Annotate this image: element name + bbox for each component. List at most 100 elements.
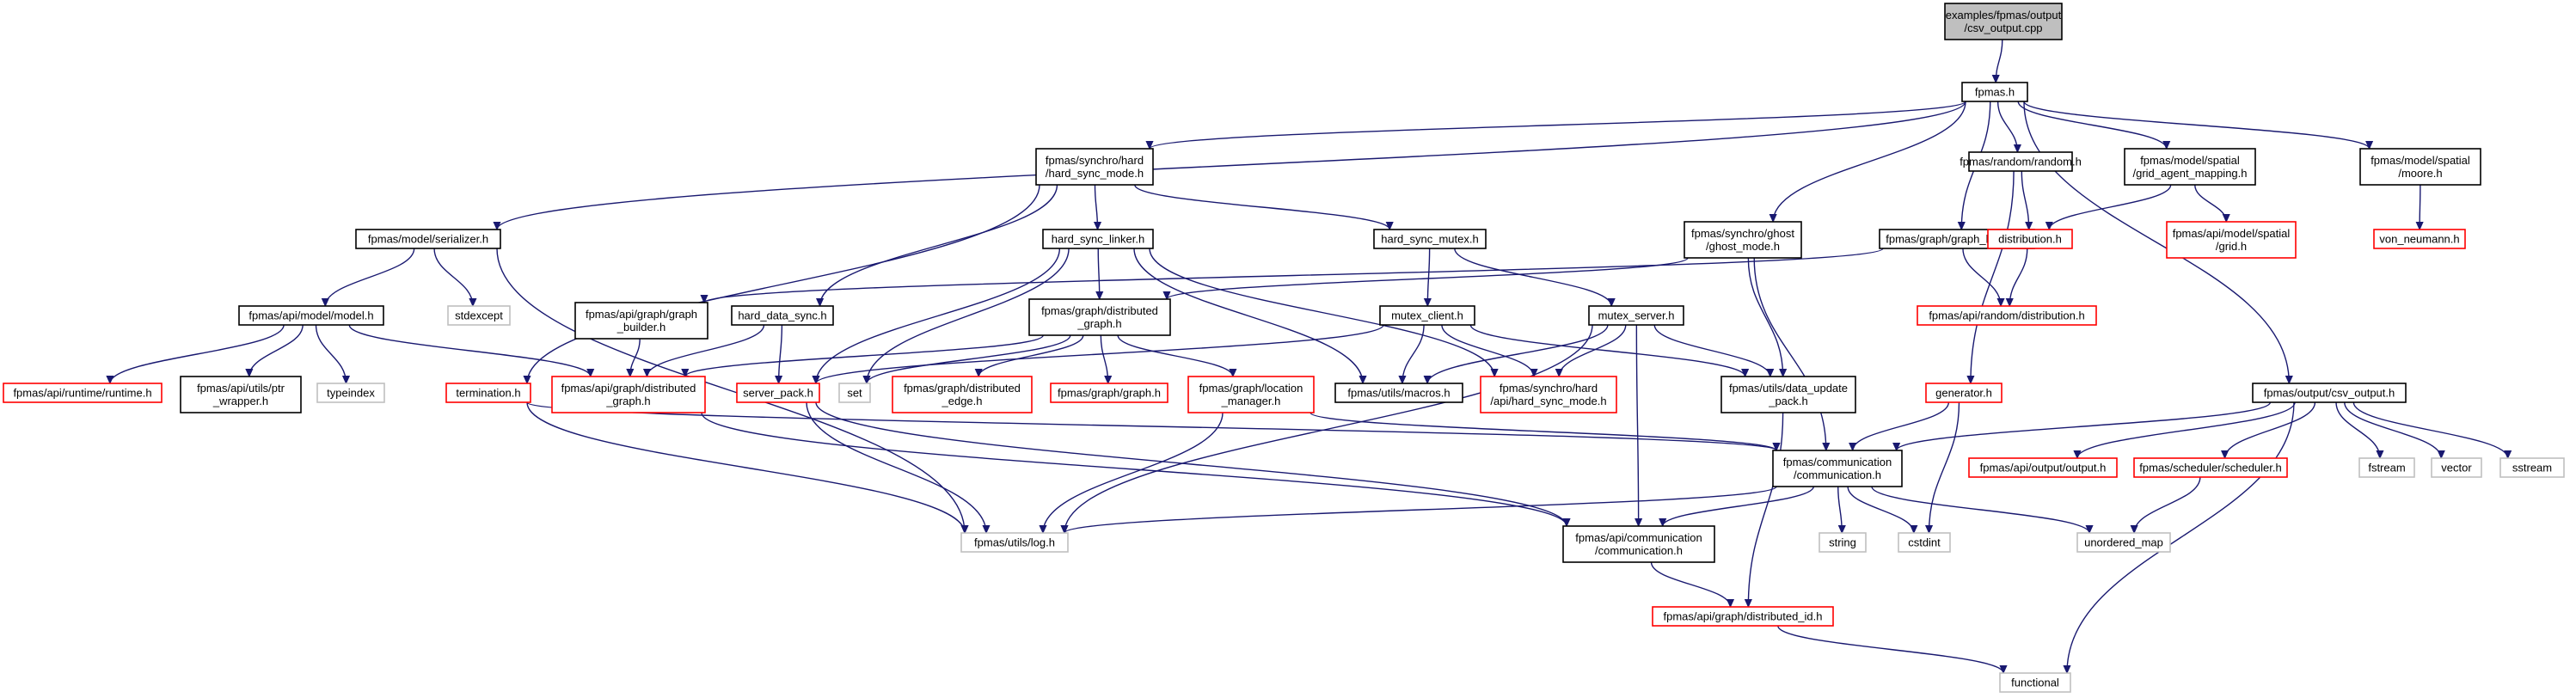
node-macros[interactable]: fpmas/utils/macros.h — [1334, 383, 1463, 403]
edge-ghost_mode-to-graph_distributed_graph — [1167, 257, 1689, 299]
node-mutex-client[interactable]: mutex_client.h — [1379, 305, 1475, 326]
node-label: fpmas/api/communication — [1575, 531, 1702, 544]
edge-serializer-to-log — [496, 248, 965, 533]
node-api-random-distribution[interactable]: fpmas/api/random/distribution.h — [1917, 305, 2097, 326]
node-box — [2373, 229, 2466, 249]
node-vector: vector — [2431, 457, 2482, 478]
node-label: _manager.h — [1221, 395, 1281, 407]
edge-serializer-to-api_model — [325, 248, 415, 306]
node-hard-sync-linker[interactable]: hard_sync_linker.h — [1042, 229, 1154, 249]
node-box — [1042, 229, 1154, 249]
node-serializer[interactable]: fpmas/model/serializer.h — [355, 229, 501, 249]
node-distributed-id[interactable]: fpmas/api/graph/distributed_id.h — [1652, 606, 1834, 627]
node-label: /grid.h — [2216, 240, 2247, 253]
node-data-update-pack[interactable]: fpmas/utils/data_update_pack.h — [1720, 376, 1856, 413]
edge-hard_sync_linker-to-set — [867, 248, 1070, 383]
node-distributed-edge[interactable]: fpmas/graph/distributed_edge.h — [892, 376, 1033, 413]
edge-communication-to-api_communication — [1663, 486, 1814, 526]
node-scheduler[interactable]: fpmas/scheduler/scheduler.h — [2133, 457, 2288, 478]
node-label: fpmas/utils/macros.h — [1347, 387, 1450, 400]
edge-fpmas-to-serializer — [497, 101, 1966, 230]
edge-generator-to-communication — [1853, 401, 1950, 450]
node-generator[interactable]: generator.h — [1925, 383, 2003, 403]
node-label: string — [1829, 536, 1856, 549]
node-location-manager[interactable]: fpmas/graph/location_manager.h — [1187, 376, 1315, 413]
node-box — [838, 383, 871, 403]
edge-hard_sync_mutex-to-mutex_server — [1454, 248, 1611, 306]
edge-hard_sync_linker-to-api_hard_sync_mode — [1149, 248, 1494, 377]
edge-graph_builder-to-api_graph_builder — [704, 248, 1884, 303]
node-label: hard_sync_mutex.h — [1381, 233, 1478, 246]
node-unordered-map: unordered_map — [2076, 532, 2171, 553]
node-box — [892, 376, 1033, 413]
node-box — [2252, 383, 2407, 403]
edge-mutex_client-to-macros — [1402, 324, 1425, 383]
node-fpmas[interactable]: fpmas.h — [1961, 82, 2028, 102]
edge-graph_builder-to-api_random_distribution — [1962, 248, 2001, 306]
node-root[interactable]: examples/fpmas/output/csv_output.cpp — [1944, 3, 2063, 40]
node-box — [1898, 532, 1951, 553]
edge-server_pack-to-log — [806, 401, 986, 533]
node-box — [1373, 229, 1487, 249]
node-api-communication[interactable]: fpmas/api/communication/communication.h — [1562, 525, 1715, 563]
node-random[interactable]: fpmas/random/random.h — [1960, 151, 2082, 172]
node-label: sstream — [2512, 462, 2552, 475]
node-label: fpmas/graph/distributed — [1041, 304, 1158, 317]
node-api-output[interactable]: fpmas/api/output/output.h — [1968, 457, 2118, 478]
edge-csv_output-to-functional — [2067, 401, 2295, 673]
node-label: fpmas/graph/graph.h — [1058, 387, 1161, 400]
node-hard-sync-mutex[interactable]: hard_sync_mutex.h — [1373, 229, 1487, 249]
edge-api_model-to-ptr_wrapper — [249, 324, 304, 377]
node-api-grid[interactable]: fpmas/api/model/spatial/grid.h — [2166, 221, 2297, 259]
node-box — [1819, 532, 1867, 553]
node-fstream: fstream — [2358, 457, 2415, 478]
node-label: fpmas.h — [1975, 86, 2015, 99]
node-label: _pack.h — [1768, 395, 1808, 407]
node-box — [1334, 383, 1463, 403]
node-api-graph-builder[interactable]: fpmas/api/graph/graph_builder.h — [574, 302, 708, 340]
node-label: fpmas/model/spatial — [2371, 154, 2470, 167]
node-hard-data-sync[interactable]: hard_data_sync.h — [731, 305, 834, 326]
node-label: fpmas/model/spatial — [2140, 154, 2240, 167]
node-label: fpmas/api/graph/graph — [586, 308, 697, 321]
node-label: /ghost_mode.h — [1706, 240, 1780, 253]
node-label: fpmas/random/random.h — [1960, 156, 2082, 168]
edge-mutex_server-to-data_update_pack — [1653, 324, 1770, 377]
node-csv-output[interactable]: fpmas/output/csv_output.h — [2252, 383, 2407, 403]
node-label: hard_data_sync.h — [738, 309, 826, 322]
node-label: /csv_output.cpp — [1964, 21, 2042, 34]
node-distribution[interactable]: distribution.h — [1987, 229, 2073, 249]
node-moore[interactable]: fpmas/model/spatial/moore.h — [2359, 148, 2481, 186]
node-box — [3, 383, 163, 403]
edges-layer — [110, 39, 2508, 673]
node-mutex-server[interactable]: mutex_server.h — [1588, 305, 1684, 326]
node-runtime[interactable]: fpmas/api/runtime/runtime.h — [3, 383, 163, 403]
node-server-pack[interactable]: server_pack.h — [736, 383, 820, 403]
node-termination[interactable]: termination.h — [445, 383, 531, 403]
edge-hard_sync_linker-to-macros — [1133, 248, 1363, 383]
edge-hard_sync_mode-to-hard_data_sync — [820, 184, 1058, 306]
node-label: /moore.h — [2398, 167, 2442, 180]
node-grid-agent-mapping[interactable]: fpmas/model/spatial/grid_agent_mapping.h — [2124, 148, 2256, 186]
node-api-distributed-graph[interactable]: fpmas/api/graph/distributed_graph.h — [551, 376, 706, 413]
node-box — [1968, 457, 2118, 478]
node-api-hard-sync-mode[interactable]: fpmas/synchro/hard/api/hard_sync_mode.h — [1480, 376, 1617, 413]
node-box — [1187, 376, 1315, 413]
node-label: fpmas/graph/distributed — [904, 382, 1021, 395]
node-ptr-wrapper[interactable]: fpmas/api/utils/ptr_wrapper.h — [180, 376, 302, 413]
edge-fpmas-to-csv_output — [2023, 101, 2289, 383]
node-hard-sync-mode[interactable]: fpmas/synchro/hard/hard_sync_mode.h — [1035, 148, 1154, 186]
node-ghost-mode[interactable]: fpmas/synchro/ghost/ghost_mode.h — [1684, 221, 1802, 259]
node-label: fpmas/api/graph/distributed_id.h — [1663, 610, 1822, 623]
node-communication[interactable]: fpmas/communication/communication.h — [1772, 450, 1903, 487]
node-graph-distributed-graph[interactable]: fpmas/graph/distributed_graph.h — [1028, 298, 1171, 336]
edge-location_manager-to-communication — [1309, 412, 1776, 450]
node-box — [1652, 606, 1834, 627]
node-label: fpmas/api/output/output.h — [1980, 462, 2107, 475]
node-label: mutex_server.h — [1598, 309, 1675, 322]
node-graph-graph[interactable]: fpmas/graph/graph.h — [1050, 383, 1168, 403]
node-label: termination.h — [456, 387, 520, 400]
node-api-model[interactable]: fpmas/api/model/model.h — [238, 305, 384, 326]
edge-csv_output-to-scheduler — [2225, 401, 2316, 458]
node-von-neumann[interactable]: von_neumann.h — [2373, 229, 2466, 249]
